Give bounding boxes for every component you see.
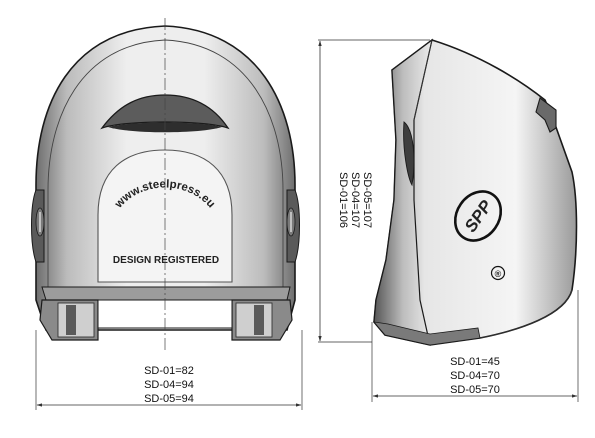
height-dim-2: SD-04=107 [349, 172, 361, 228]
front-view: www.steelpress.eu DESIGN REGISTERED S [31, 18, 303, 410]
front-left-logo [35, 207, 45, 237]
design-registered-text: DESIGN REGISTERED [113, 255, 219, 266]
registered-mark: ® [490, 265, 506, 281]
front-right-logo [286, 207, 296, 237]
side-base-shade [373, 321, 481, 346]
side-crease-top [413, 39, 433, 121]
registered-mark-text: ® [495, 269, 502, 279]
height-dim-3: SD-05=107 [361, 172, 373, 228]
side-nose-slot [403, 121, 415, 187]
front-width-dim-1: SD-01=82 [144, 365, 194, 377]
height-dim-1: SD-01=106 [337, 172, 349, 228]
front-base-band [41, 286, 291, 301]
side-view: SPP ® SD-01=45 SD-04=70 SD-05=70 [371, 38, 579, 402]
front-arch-panel [97, 149, 233, 283]
side-depth-dim-1: SD-01=45 [450, 356, 500, 368]
side-clip-hook [535, 97, 557, 133]
side-depth-dim-3: SD-05=70 [450, 384, 500, 396]
front-handle-slot [100, 94, 230, 130]
side-crease-bottom [429, 289, 573, 346]
side-depth-dim-2: SD-04=70 [450, 370, 500, 382]
height-dimension: SD-01=106 SD-04=107 SD-05=107 [318, 39, 430, 343]
front-width-dim-2: SD-04=94 [144, 379, 194, 391]
front-width-dim-3: SD-05=94 [144, 393, 194, 405]
